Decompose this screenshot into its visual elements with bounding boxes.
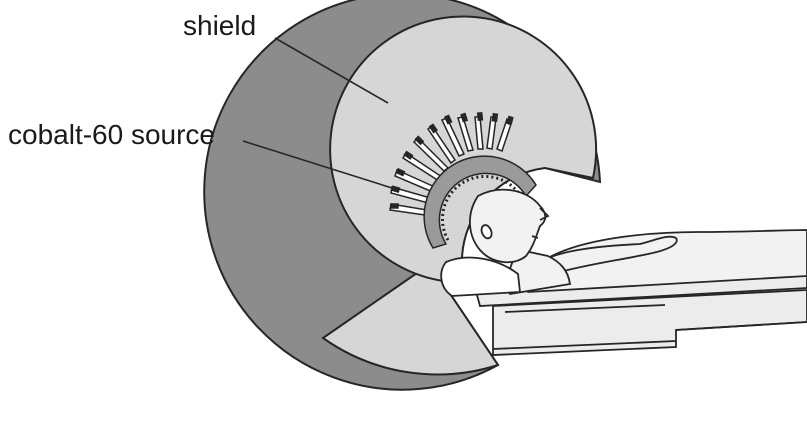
patient-ear — [482, 225, 492, 238]
pillow — [441, 258, 520, 296]
shield-label: shield — [183, 12, 256, 40]
source-pellet — [493, 114, 498, 121]
source-pellet — [392, 186, 400, 192]
patient-head — [470, 190, 545, 263]
cobalt-60-source-label: cobalt-60 source — [8, 121, 215, 149]
collimator-shell — [330, 16, 596, 282]
source-pellet — [478, 113, 483, 120]
source-pellet — [391, 204, 398, 208]
